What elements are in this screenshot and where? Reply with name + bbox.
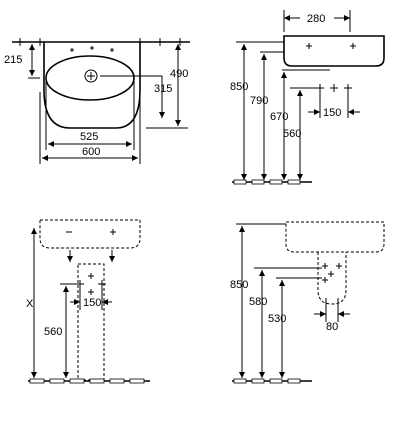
drain-cross [87, 72, 95, 80]
tap-holes [70, 46, 114, 52]
pedestal-dashed [77, 263, 105, 381]
dim-label-530: 530 [268, 313, 286, 325]
dim-label-490: 490 [170, 68, 188, 80]
dim-label-850: 850 [230, 81, 248, 93]
floor-line [232, 179, 312, 185]
basin-outline [43, 42, 141, 129]
basin-dashed [39, 219, 141, 249]
tap-holes-pedestal [66, 229, 116, 235]
basin-bowl [45, 55, 135, 101]
semi-pedestal-dashed [317, 252, 347, 305]
dim-label-x: X [26, 298, 34, 310]
front-view-pedestal: X 560 150 [26, 219, 150, 384]
basin-dashed-side [285, 221, 385, 253]
dim-label-150-pedestal: 150 [83, 297, 101, 309]
supply-crosses-pedestal [76, 273, 106, 295]
side-view-wall-hung: 280 850 790 670 560 [230, 10, 385, 185]
dim-label-790: 790 [250, 95, 268, 107]
dim-label-560: 560 [283, 128, 301, 140]
dim-label-215: 215 [4, 54, 22, 66]
floor-line-pedestal [28, 378, 150, 384]
tap-holes-side [306, 43, 356, 49]
dim-label-525: 525 [80, 131, 98, 143]
supply-crosses [316, 84, 352, 92]
dim-label-80: 80 [326, 321, 338, 333]
front-view-wall-hung: 215 490 315 525 600 [4, 38, 190, 164]
dim-label-280: 280 [307, 13, 325, 25]
floor-line-semi [232, 378, 312, 384]
dim-label-560-pedestal: 560 [44, 326, 62, 338]
dim-label-315: 315 [154, 83, 172, 95]
side-view-semi-pedestal: 850 580 530 80 [230, 221, 385, 384]
dim-label-600: 600 [82, 146, 100, 158]
dim-label-150: 150 [323, 107, 341, 119]
basin-side-outline [283, 35, 385, 67]
supply-crosses-semi [322, 263, 342, 283]
dim-label-580: 580 [249, 296, 267, 308]
dim-label-850-semi: 850 [230, 279, 248, 291]
dim-label-670: 670 [270, 111, 288, 123]
